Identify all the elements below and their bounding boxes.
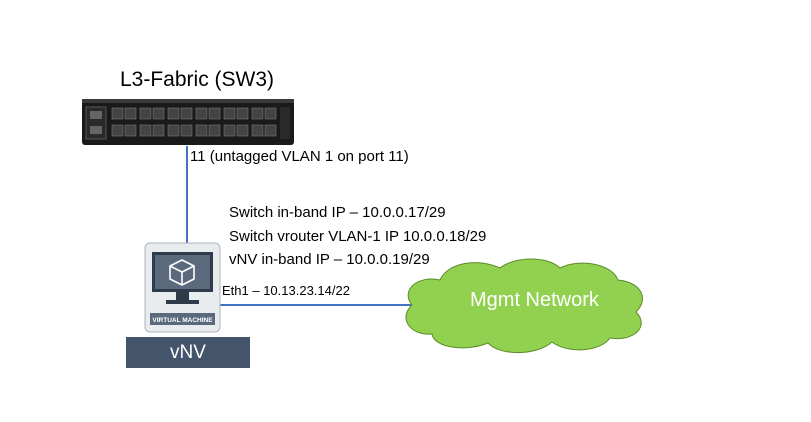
switch-port-label: 11 (untagged VLAN 1 on port 11) — [190, 148, 409, 165]
mgmt-network-cloud — [405, 258, 643, 354]
switch-device-icon — [82, 99, 294, 145]
ip-label-vnv-inband: vNV in-band IP – 10.0.0.19/29 — [229, 251, 430, 268]
virtual-machine-icon: VIRTUAL MACHINE — [144, 242, 221, 333]
cloud-label: Mgmt Network — [470, 289, 599, 311]
ip-label-switch-inband: Switch in-band IP – 10.0.0.17/29 — [229, 204, 446, 221]
vnv-name-label: vNV — [126, 337, 250, 368]
vm-badge-text: VIRTUAL MACHINE — [152, 317, 213, 324]
ip-label-vrouter: Switch vrouter VLAN-1 IP 10.0.0.18/29 — [229, 228, 487, 245]
switch-title: L3-Fabric (SW3) — [120, 68, 275, 91]
eth1-label: Eth1 – 10.13.23.14/22 — [222, 283, 350, 298]
